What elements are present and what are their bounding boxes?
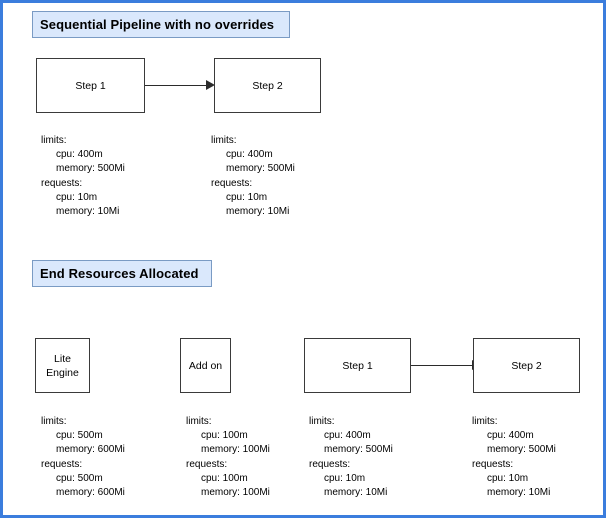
limits-memory: memory: 100Mi <box>201 444 270 456</box>
limits-cpu: cpu: 400m <box>226 149 273 161</box>
section-header-sequential-pipeline: Sequential Pipeline with no overrides <box>32 11 290 38</box>
limits-label: limits: <box>211 135 237 146</box>
requests-memory: memory: 600Mi <box>56 487 125 499</box>
limits-label: limits: <box>41 135 67 146</box>
requests-cpu: cpu: 10m <box>56 191 98 203</box>
limits-label: limits: <box>186 416 212 427</box>
resources-lite-engine: limits: cpu: 500m memory: 600Mi requests… <box>41 415 125 500</box>
requests-memory: memory: 10Mi <box>56 206 120 218</box>
requests-memory: memory: 10Mi <box>226 206 290 218</box>
node-add-on: Add on <box>180 338 231 393</box>
resources-allocated-step-1: limits: cpu: 400m memory: 500Mi requests… <box>309 415 393 500</box>
limits-label: limits: <box>41 416 67 427</box>
section-header-label: Sequential Pipeline with no overrides <box>40 17 275 32</box>
limits-cpu: cpu: 400m <box>324 430 371 442</box>
requests-cpu: cpu: 10m <box>487 472 529 484</box>
arrow-head-icon <box>206 80 215 90</box>
limits-cpu: cpu: 400m <box>56 149 103 161</box>
requests-cpu: cpu: 100m <box>201 472 248 484</box>
arrow-allocated-step1-to-step2 <box>411 364 473 366</box>
requests-memory: memory: 100Mi <box>201 487 270 499</box>
requests-label: requests: <box>211 177 253 189</box>
limits-memory: memory: 500Mi <box>56 163 125 175</box>
node-label: Step 2 <box>252 79 283 92</box>
node-label: Step 2 <box>511 359 542 372</box>
limits-memory: memory: 500Mi <box>226 163 295 175</box>
requests-label: requests: <box>186 458 228 470</box>
resources-pipeline-step-1: limits: cpu: 400m memory: 500Mi requests… <box>41 134 125 219</box>
requests-label: requests: <box>41 458 83 470</box>
limits-memory: memory: 500Mi <box>324 444 393 456</box>
requests-memory: memory: 10Mi <box>324 487 388 499</box>
requests-label: requests: <box>41 177 83 189</box>
node-label: Lite Engine <box>46 352 79 379</box>
node-pipeline-step-1: Step 1 <box>36 58 145 113</box>
limits-cpu: cpu: 500m <box>56 430 103 442</box>
node-allocated-step-2: Step 2 <box>473 338 580 393</box>
node-label: Step 1 <box>75 79 106 92</box>
limits-memory: memory: 600Mi <box>56 444 125 456</box>
node-allocated-step-1: Step 1 <box>304 338 411 393</box>
limits-cpu: cpu: 100m <box>201 430 248 442</box>
limits-label: limits: <box>472 416 498 427</box>
node-label: Add on <box>188 359 223 372</box>
section-header-end-resources-allocated: End Resources Allocated <box>32 260 212 287</box>
requests-label: requests: <box>472 458 514 470</box>
arrow-pipeline-step1-to-step2 <box>145 84 207 86</box>
resources-add-on: limits: cpu: 100m memory: 100Mi requests… <box>186 415 270 500</box>
limits-memory: memory: 500Mi <box>487 444 556 456</box>
node-pipeline-step-2: Step 2 <box>214 58 321 113</box>
resources-allocated-step-2: limits: cpu: 400m memory: 500Mi requests… <box>472 415 556 500</box>
requests-cpu: cpu: 500m <box>56 472 103 484</box>
limits-cpu: cpu: 400m <box>487 430 534 442</box>
limits-label: limits: <box>309 416 335 427</box>
node-label: Step 1 <box>342 359 373 372</box>
node-lite-engine: Lite Engine <box>35 338 90 393</box>
requests-label: requests: <box>309 458 351 470</box>
resources-pipeline-step-2: limits: cpu: 400m memory: 500Mi requests… <box>211 134 295 219</box>
requests-cpu: cpu: 10m <box>226 191 268 203</box>
requests-memory: memory: 10Mi <box>487 487 551 499</box>
section-header-label: End Resources Allocated <box>40 266 199 281</box>
requests-cpu: cpu: 10m <box>324 472 366 484</box>
